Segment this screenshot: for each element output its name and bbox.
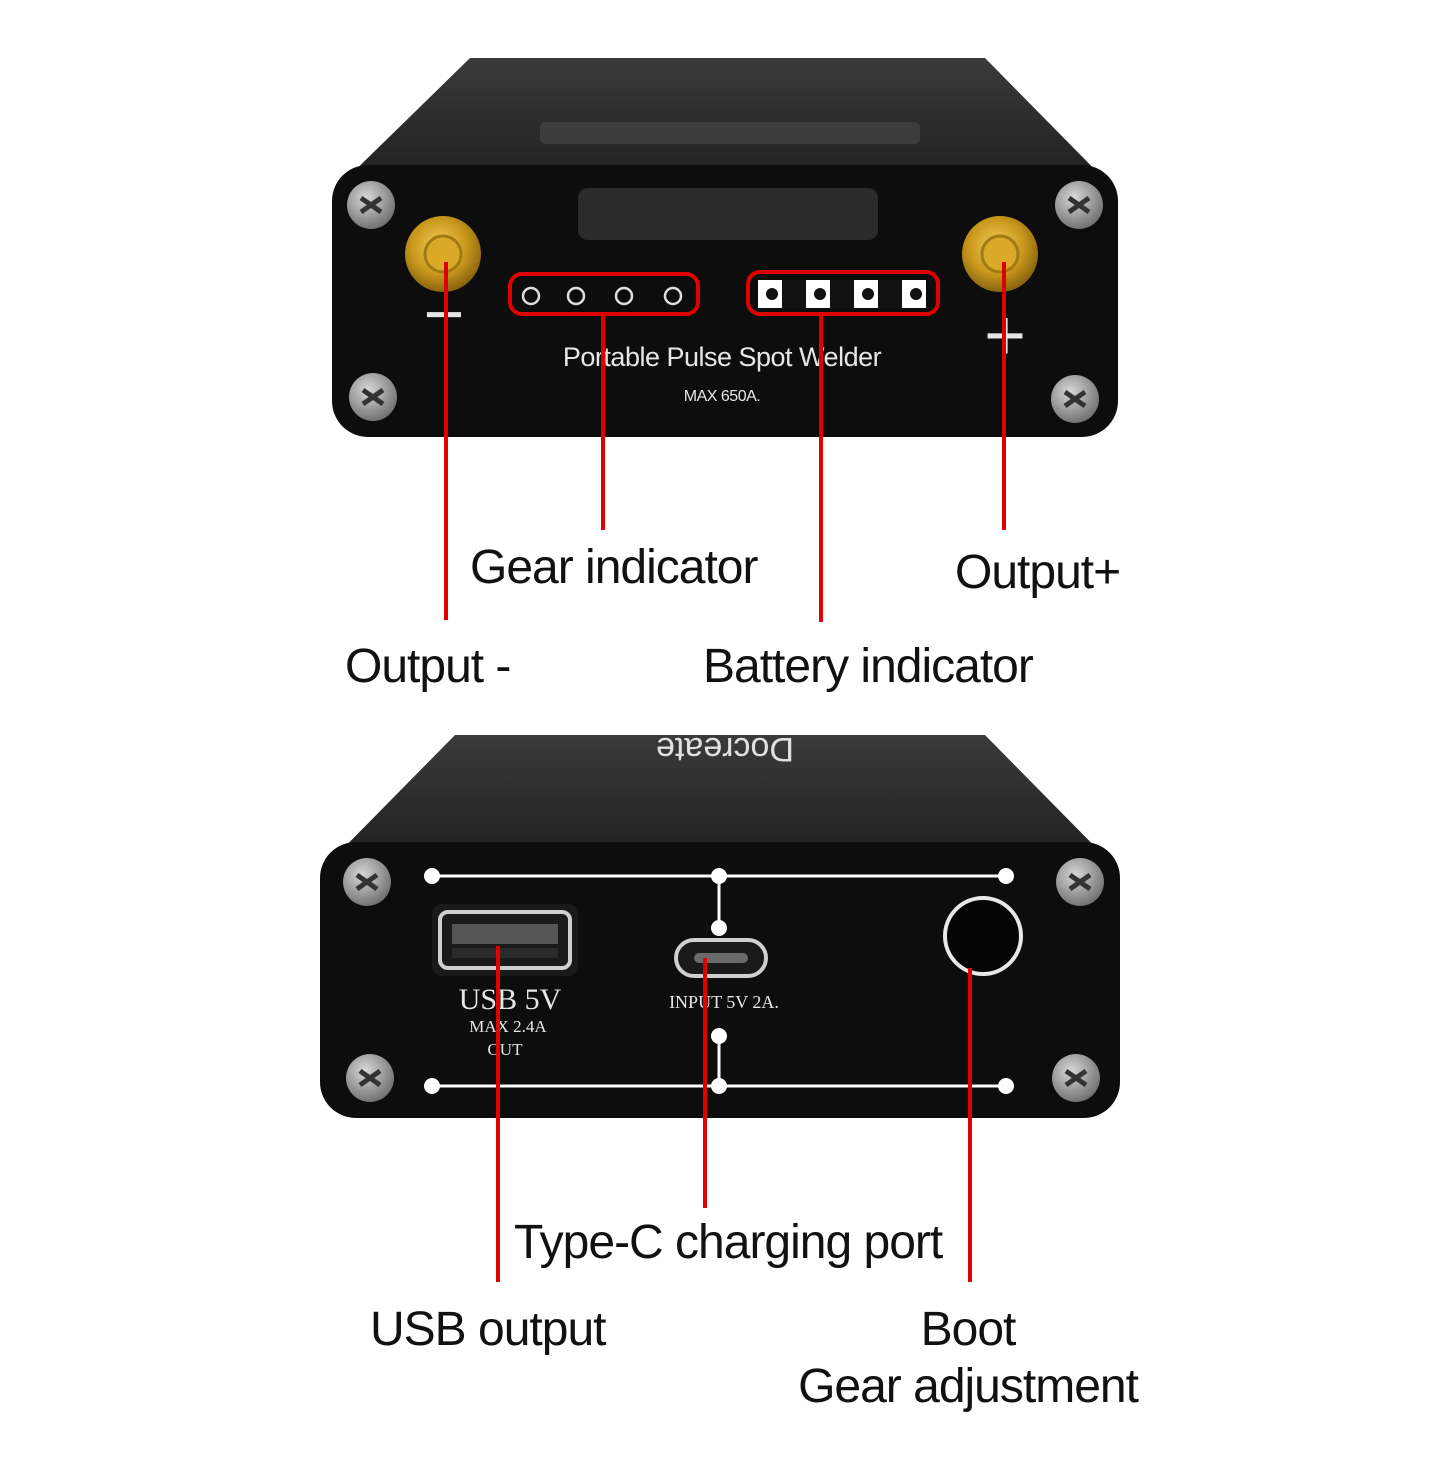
callout-gear-indicator: Gear indicator xyxy=(470,541,758,594)
screw-icon xyxy=(1056,858,1104,906)
back-leaders xyxy=(496,946,972,1282)
front-label-blur xyxy=(578,188,878,240)
brand-logo: Docreate xyxy=(656,730,794,768)
screw-icon xyxy=(1051,375,1099,423)
front-panel xyxy=(332,165,1118,437)
battery-segment-icon xyxy=(758,280,926,308)
front-device: − + Portable Pulse Spot Welder MAX 650A. xyxy=(332,58,1118,437)
terminal-icon xyxy=(405,216,481,292)
screw-icon xyxy=(1052,1054,1100,1102)
screw-icon xyxy=(349,373,397,421)
callout-output-plus: Output+ xyxy=(955,546,1120,599)
front-leaders xyxy=(444,262,1006,622)
screw-icon xyxy=(343,858,391,906)
screw-icon xyxy=(346,1054,394,1102)
callout-usb-output: USB output xyxy=(370,1303,606,1356)
led-dot-icon xyxy=(566,286,586,306)
front-top-blur xyxy=(540,122,920,144)
battery-indicator-box xyxy=(746,270,940,316)
led-dot-icon xyxy=(614,286,634,306)
usb-port-icon xyxy=(432,904,578,976)
back-top-surface xyxy=(322,735,1118,870)
screw-icon xyxy=(1055,181,1103,229)
callout-gear-adjustment: Gear adjustment xyxy=(798,1360,1139,1413)
terminal-icon xyxy=(962,216,1038,292)
front-title: Portable Pulse Spot Welder xyxy=(563,342,882,372)
power-button-icon xyxy=(943,896,1023,976)
callout-typec: Type-C charging port xyxy=(514,1216,943,1269)
typec-port-icon xyxy=(674,938,768,978)
callout-boot: Boot xyxy=(921,1303,1016,1356)
led-dot-icon xyxy=(521,286,541,306)
callout-output-minus: Output - xyxy=(345,640,510,693)
input-label: INPUT 5V 2A. xyxy=(669,992,779,1012)
front-subtitle: MAX 650A. xyxy=(684,388,760,405)
panel-guide-lines xyxy=(424,868,1014,1094)
usb-label: USB 5V xyxy=(459,983,562,1016)
back-device: Docreate xyxy=(320,730,1120,1118)
callout-battery-indicator: Battery indicator xyxy=(703,640,1034,693)
screw-icon xyxy=(347,181,395,229)
usb-sub1: MAX 2.4A xyxy=(469,1017,547,1036)
usb-sub2: OUT xyxy=(488,1040,524,1059)
led-dot-icon xyxy=(663,286,683,306)
